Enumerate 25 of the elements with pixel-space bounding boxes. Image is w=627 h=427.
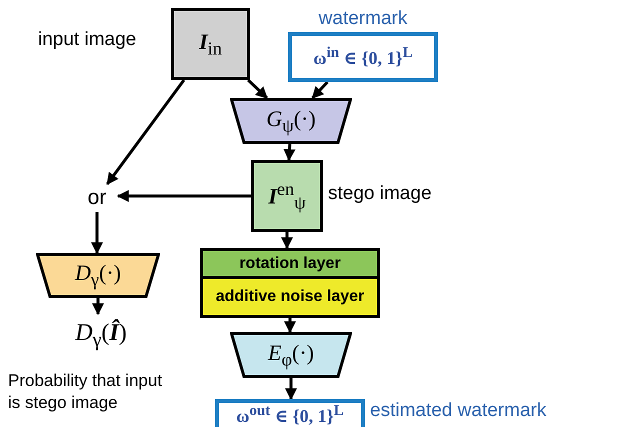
rotation-layer-box: rotation layer [200, 248, 380, 279]
arrow [281, 232, 293, 250]
arrow [284, 318, 296, 334]
arrow [116, 190, 251, 202]
caption-text: estimated watermark [370, 399, 548, 423]
function-label: G$_{ψ}$(·) [266, 106, 316, 136]
noise-layer-box: additive noise layer [200, 276, 380, 318]
watermark-box: ω$^{in}$ ∈ {0, 1}$^{L}$ [288, 32, 438, 82]
discriminator-output: D$_{γ}$(Î) [56, 314, 146, 358]
arrow [247, 78, 268, 100]
arrow [311, 80, 329, 100]
input-image-box: I$_{in}$ [171, 8, 250, 80]
arrow [91, 212, 103, 254]
watermark-heading: watermark [318, 7, 408, 31]
arrow [92, 298, 104, 316]
or-label: or [76, 184, 118, 212]
function-label: D$_{γ}$(·) [75, 260, 121, 291]
caption-text: input image [38, 28, 138, 52]
caption-text: Probability that input is stego image [8, 370, 164, 414]
arrow [285, 378, 297, 400]
function-label: E$_{φ}$(·) [268, 340, 314, 370]
caption-text: stego image [328, 182, 433, 206]
arrow [106, 79, 186, 185]
estimated-watermark-box: ω$^{out}$ ∈ {0, 1}$^{L}$ [215, 399, 365, 427]
arrow [284, 144, 296, 162]
